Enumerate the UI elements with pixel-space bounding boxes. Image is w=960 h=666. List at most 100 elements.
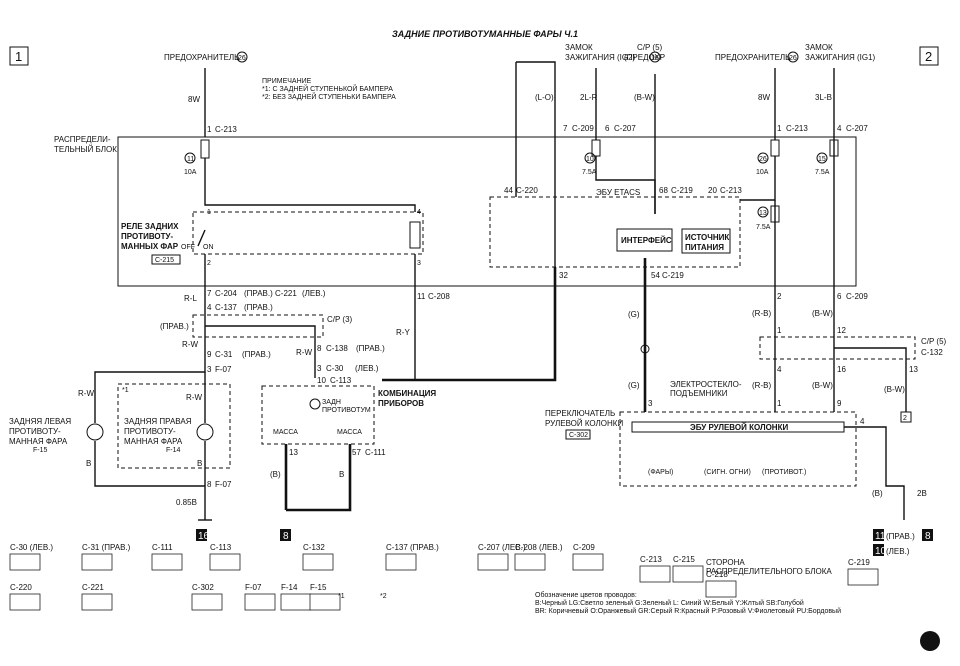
page-title: ЗАДНИЕ ПРОТИВОТУМАННЫЕ ФАРЫ Ч.1 <box>392 29 578 39</box>
wire-cp3-cluster <box>205 325 316 378</box>
conn-label-c7: 1 <box>777 124 782 133</box>
conn-label-c19l: (ЛЕВ.) <box>355 364 379 373</box>
fuse26-left-label: ПРЕДОХРАНИТЕЛЬ <box>164 53 239 62</box>
pin-4: 4 <box>777 365 782 374</box>
pin-1b: 1 <box>777 326 782 335</box>
connector-label: F-15 <box>310 583 327 592</box>
connector-face <box>9 593 41 611</box>
fuse26-num: 26 <box>759 156 767 163</box>
cp3-frame <box>192 314 324 338</box>
connector-label: C-207 (ЛЕВ.) <box>478 543 526 552</box>
conn-label-c2c: C-209 <box>572 124 594 133</box>
conn-label-c7c: C-213 <box>786 124 808 133</box>
wire-label-b-w-2: (B-W) <box>812 381 833 390</box>
conn-label-c18c: C-138 <box>326 344 348 353</box>
connector-face <box>191 593 223 611</box>
lamp-right-star: *1 <box>122 387 129 394</box>
fuse11-num: 11 <box>187 156 194 163</box>
conn-label-c9r: (ПРАВ.) <box>244 289 273 298</box>
splice-g <box>640 344 650 354</box>
pin-3: 3 <box>648 399 653 408</box>
lamp-left-label-3: МАННАЯ ФАРА <box>9 437 68 446</box>
connector-side-2: РАСПРЕДЕЛИТЕЛЬНОГО БЛОКА <box>706 567 832 576</box>
conn-label-c16: 9 <box>207 350 212 359</box>
wire-label-2l-r: 2L-R <box>580 93 598 102</box>
wire-label-r-y: R-Y <box>396 328 410 337</box>
lamp-right-label-3: МАННАЯ ФАРА <box>124 437 183 446</box>
cluster-frame <box>261 385 375 445</box>
wire-label-8w-left: 8W <box>188 95 200 104</box>
switch-lights: (ФАРЫ) <box>648 469 673 476</box>
connector-label: C-219 <box>848 558 870 567</box>
ign-ig2-label-2: ЗАЖИГАНИЯ (IG2) <box>565 53 636 62</box>
wire-cp5-marker <box>834 347 907 412</box>
wire-l-o-loop <box>516 61 556 267</box>
relay-conn: C-215 <box>155 257 174 264</box>
cp5-fuse-label-1: C/P (5) <box>637 43 663 52</box>
wire-ig2-etacs <box>595 156 656 214</box>
ground-11-side: (ПРАВ.) <box>886 532 915 541</box>
pin-9: 9 <box>837 399 842 408</box>
conn-label-c11: 11 <box>417 292 426 301</box>
lamp-left-icon <box>86 423 104 441</box>
column-ecu: ЭБУ РУЛЕВОЙ КОЛОНКИ <box>690 423 788 432</box>
fuse11-circle <box>184 152 196 164</box>
windows-label-1: ЭЛЕКТРОСТЕКЛО- <box>670 380 742 389</box>
fuse10-circle <box>584 152 596 164</box>
wire-label-8w-right: 8W <box>758 93 770 102</box>
conn-label-c8c: C-207 <box>846 124 868 133</box>
wire-label-b-w-3: (B-W) <box>884 385 905 394</box>
conn-label-c9: 7 <box>207 289 212 298</box>
lamp-right-label-1: ЗАДНЯЯ ПРАВАЯ <box>124 417 192 426</box>
relay-pin-4: 4 <box>417 209 421 216</box>
page-marker-left: 1 <box>15 49 22 64</box>
marker-2-box <box>900 411 912 423</box>
wire-left-lamp <box>94 343 206 423</box>
lamp-right-conn: F-14 <box>166 447 181 454</box>
fuse10-num: 10 <box>586 156 594 163</box>
wire-label-3l-b: 3L-B <box>815 93 832 102</box>
fuse26-circle <box>757 152 769 164</box>
wire-label-b-ground: (B) <box>872 489 883 498</box>
lamp-left-label-1: ЗАДНЯЯ ЛЕВАЯ <box>9 417 71 426</box>
page-marker-right-box <box>919 46 939 66</box>
page-marker-left-box <box>9 46 29 66</box>
connector-label: C-132 <box>303 543 325 552</box>
conn-label-c9l: (ЛЕВ.) <box>302 289 326 298</box>
page-marker-right: 2 <box>925 49 932 64</box>
connector-label: C-31 (ПРАВ.) <box>82 543 131 552</box>
connector-face <box>309 593 341 611</box>
cluster-label-1: КОМБИНАЦИЯ <box>378 389 436 398</box>
connector-label: C-215 <box>673 555 695 564</box>
connector-label: C-221 <box>82 583 104 592</box>
wire-r-y <box>382 254 416 381</box>
connector-side-1: СТОРОНА <box>706 558 745 567</box>
ground-8-num: 8 <box>283 531 289 542</box>
wire-label-r-w-right: R-W <box>186 393 202 402</box>
relay-frame <box>192 211 424 255</box>
connector-face <box>847 568 879 586</box>
wire-cluster-ground-2 <box>286 444 352 512</box>
conn-label-c5c: C-220 <box>516 186 538 195</box>
fuse11-rating: 10A <box>184 169 197 176</box>
relay-on: ON <box>203 244 214 251</box>
conn-label-c15: 6 <box>837 292 842 301</box>
relay-pin-2: 2 <box>207 260 211 267</box>
ground-16-num: 16 <box>198 531 210 542</box>
conn-label-c17: 3 <box>207 365 212 374</box>
conn-label-c13c: C-219 <box>662 271 684 280</box>
etacs-frame <box>489 196 741 268</box>
star-1: *1 <box>338 593 345 600</box>
note-line-2: *2: БЕЗ ЗАДНЕЙ СТУПЕНЬКИ БАМПЕРА <box>262 92 396 101</box>
logo-icon <box>920 631 940 651</box>
conn-label-c8: 4 <box>837 124 842 133</box>
ign-ig2-label-1: ЗАМОК <box>565 43 593 52</box>
lamp-right-icon <box>196 423 214 441</box>
conn-label-c2: 7 <box>563 124 568 133</box>
etacs-power-1: ИСТОЧНИК <box>685 233 729 242</box>
connector-label: C-218 <box>706 570 728 579</box>
lamp-left-label-2: ПРОТИВОТУ- <box>9 427 61 436</box>
lamp-left-conn: F-15 <box>33 447 48 454</box>
marker-2: 2 <box>903 415 907 422</box>
wire-label-b-right: B <box>197 459 202 468</box>
